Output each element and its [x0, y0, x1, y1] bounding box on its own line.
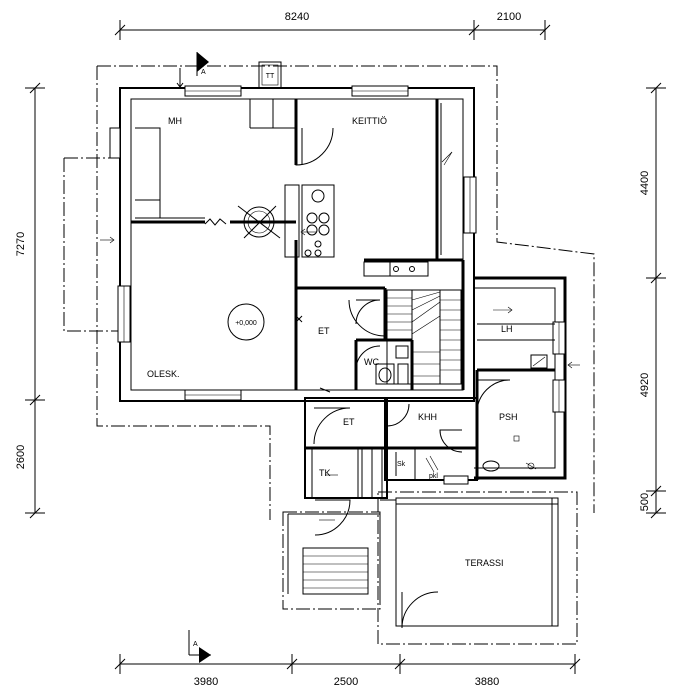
- room-tk: TK: [319, 468, 331, 478]
- dim-left-2: 2600: [15, 445, 27, 469]
- terrace: [380, 497, 559, 627]
- room-psh: PSH: [499, 412, 518, 422]
- doors: [295, 127, 511, 629]
- dimension-lines: [25, 20, 666, 674]
- dim-bottom-3: 3880: [475, 676, 499, 688]
- section-mark-bottom: A: [188, 630, 211, 663]
- room-labels: MH KEITTIÖ ET ET LH WC OLESK. KHH PSH TK…: [147, 116, 518, 568]
- dim-top-2: 2100: [497, 11, 521, 23]
- room-olesk: OLESK.: [147, 369, 180, 379]
- section-mark-bottom-label: A: [193, 641, 198, 648]
- dim-right-1: 4400: [639, 171, 651, 195]
- roof-outline: [63, 65, 595, 645]
- level-label: +0,000: [235, 320, 257, 327]
- entry-stair: [287, 513, 381, 595]
- exterior-walls: [119, 87, 567, 499]
- section-mark-top-label: A: [201, 69, 206, 76]
- room-keittio: KEITTIÖ: [352, 116, 387, 126]
- room-khh: KHH: [418, 412, 437, 422]
- dimension-texts: 8240 2100 3980 2500 3880 7270 2600 4400 …: [15, 11, 651, 688]
- label-sk: Sk: [397, 461, 406, 468]
- room-lh: LH: [501, 324, 513, 334]
- wc-fixtures: [375, 345, 409, 385]
- room-mh: MH: [168, 116, 182, 126]
- dim-bottom-2: 2500: [334, 676, 358, 688]
- interior-walls: [131, 99, 555, 499]
- level-marker: +0,000: [227, 303, 265, 341]
- room-et-upper: ET: [318, 326, 330, 336]
- windows: [109, 85, 566, 485]
- room-terassi: TERASSI: [465, 558, 504, 568]
- room-et-lower: ET: [343, 417, 355, 427]
- dim-top-1: 8240: [285, 11, 309, 23]
- dim-bottom-1: 3980: [194, 676, 218, 688]
- section-mark-top: A: [176, 52, 209, 88]
- chimney-label: TT: [266, 73, 275, 80]
- room-wc: WC: [364, 357, 379, 367]
- kitchen-fixtures: [284, 184, 429, 277]
- direction-arrows: [100, 151, 580, 521]
- bath-fixtures: [395, 306, 548, 476]
- main-stair: [386, 289, 462, 385]
- dim-right-2: 4920: [639, 373, 651, 397]
- label-pkl: pkl: [429, 473, 438, 480]
- fireplace: [204, 205, 281, 239]
- dim-right-3: 500: [639, 493, 651, 511]
- dim-left-1: 7270: [15, 232, 27, 256]
